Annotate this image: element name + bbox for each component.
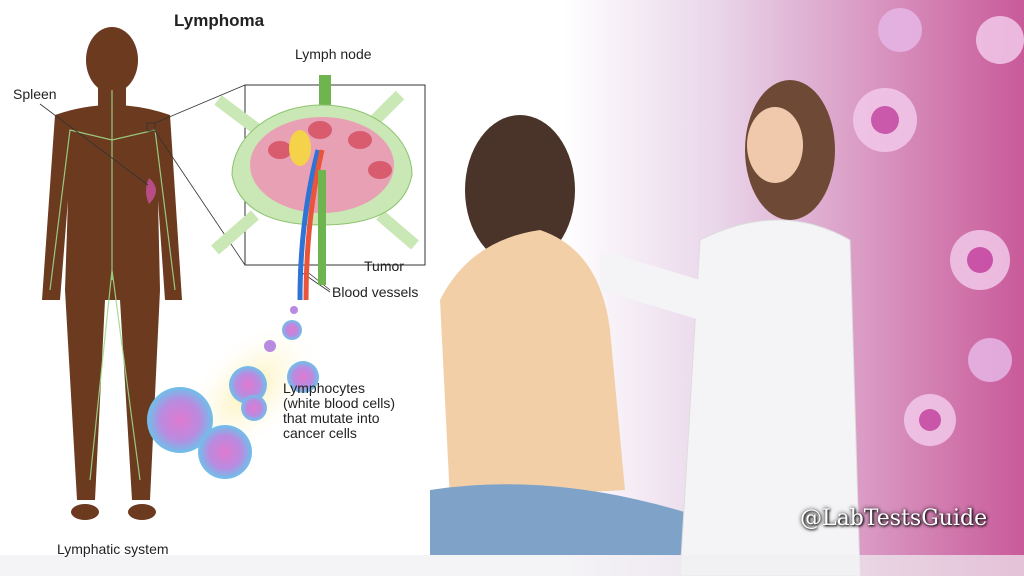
label-line: (white blood cells)	[283, 395, 396, 411]
diagram-title: Lymphoma	[174, 11, 265, 30]
blood-vessel-artery	[303, 149, 325, 301]
doctor-figure	[600, 80, 861, 576]
label-lymphatic-system: Lymphatic system	[57, 541, 169, 557]
label-line: cancer cells	[283, 425, 357, 441]
blood-vessel-vein	[297, 149, 321, 301]
tumor-mass	[289, 130, 311, 166]
label-line: Lymphocytes	[283, 380, 365, 396]
watermark: @LabTestsGuide	[800, 506, 988, 531]
label-tumor: Tumor	[364, 258, 404, 274]
lymph-node-inset	[211, 75, 426, 301]
lymphocytes	[147, 306, 319, 479]
label-spleen: Spleen	[13, 86, 57, 102]
patient-figure	[430, 115, 710, 555]
spleen-organ	[146, 178, 156, 204]
label-blood-vessels: Blood vessels	[332, 284, 419, 300]
human-figure	[42, 27, 182, 520]
label-line: that mutate into	[283, 410, 380, 426]
tissue-background	[853, 8, 1024, 446]
label-lymphocytes: Lymphocytes (white blood cells) that mut…	[283, 381, 395, 441]
label-lymph-node: Lymph node	[295, 46, 372, 62]
